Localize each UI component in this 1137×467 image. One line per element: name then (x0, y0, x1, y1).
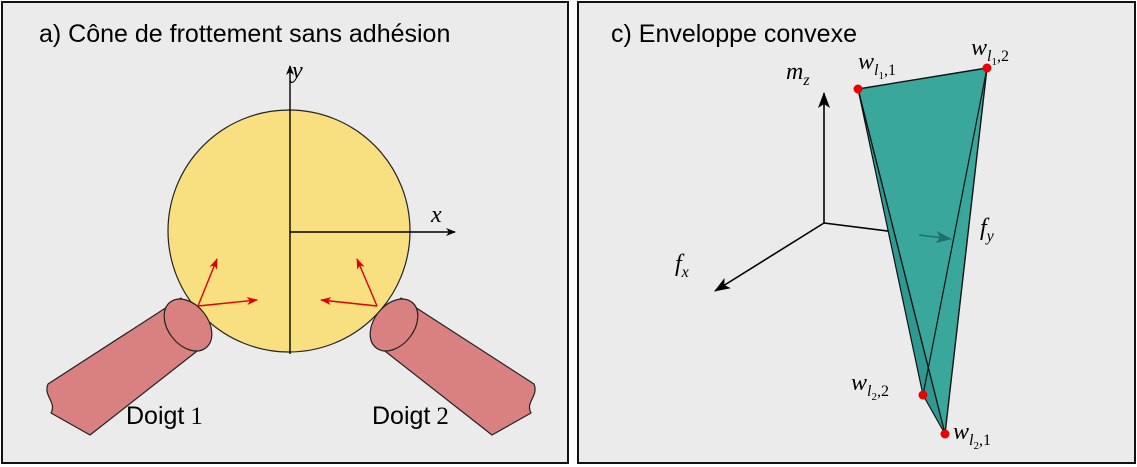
vertex-w-l1-2 (982, 63, 992, 73)
friction-cone-figure: a) Cône de frottement sans adhésion y x … (39, 20, 536, 436)
label-w-l2-2: wl2,2 (851, 370, 889, 403)
panel-convex-hull: c) Enveloppe convexe mz fx fy wl1,1 wl1,… (577, 1, 1136, 464)
convex-hull-figure: c) Enveloppe convexe mz fx fy wl1,1 wl1,… (611, 20, 1009, 452)
hull-edge-back (922, 67, 988, 396)
panel-friction-cone: a) Cône de frottement sans adhésion y x … (1, 1, 569, 464)
axis-fx (714, 222, 825, 292)
label-w-l2-1: wl2,1 (953, 419, 991, 452)
finger-2 (369, 297, 536, 436)
panel-a-title: a) Cône de frottement sans adhésion (39, 20, 450, 48)
convex-hull (857, 67, 988, 435)
friction-arrow-left-up (197, 258, 218, 307)
hull-face-side (857, 88, 946, 435)
grasped-object-circle (167, 109, 411, 353)
vertex-w-l1-1 (853, 84, 863, 94)
friction-arrow-left-right (197, 297, 258, 307)
friction-cone-left (197, 258, 258, 307)
axis-mz-label: mz (786, 59, 810, 89)
axis-y-label: y (290, 58, 303, 84)
label-w-l1-1: wl1,1 (858, 49, 896, 82)
label-w-l1-2: wl1,2 (971, 35, 1009, 68)
vertex-w-l2-2 (918, 390, 928, 400)
panel-c-title: c) Enveloppe convexe (611, 20, 857, 48)
friction-arrow-right-left (320, 297, 378, 307)
friction-cone-right (320, 258, 378, 307)
axis-fy-label: fy (980, 215, 995, 245)
friction-arrow-right-up (356, 258, 378, 307)
finger-1 (46, 297, 213, 436)
axis-fy (918, 231, 952, 244)
vertex-w-l2-1 (940, 429, 950, 439)
axis-x-label: x (430, 202, 442, 228)
axis-fx-label: fx (675, 251, 689, 281)
